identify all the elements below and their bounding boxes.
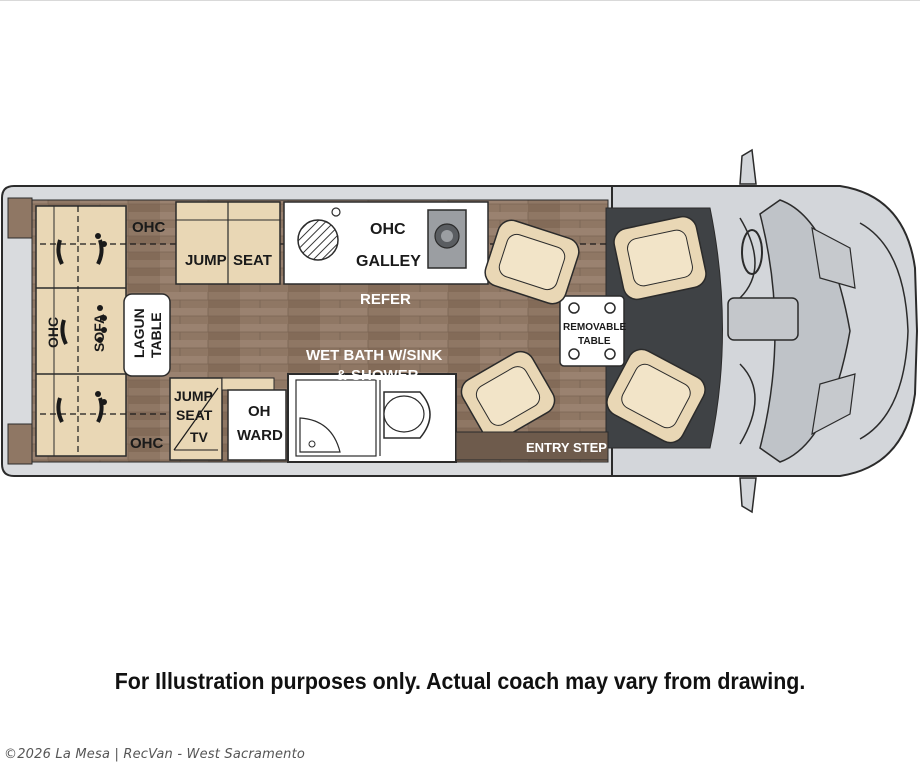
label-wet-bath-1: WET BATH W/SINK <box>306 347 443 364</box>
lagun-table <box>123 293 171 377</box>
label-lagun-1: LAGUN <box>131 308 147 358</box>
label-refer: REFER <box>360 291 411 308</box>
jump-seat-tv <box>169 377 223 461</box>
floor-plan-diagram: OHC JUMP SEAT OHC GALLEY REFER OHC SOFA … <box>1 148 919 514</box>
swivel-chair-rear-top <box>484 219 580 305</box>
label-jump-tv-3: TV <box>190 429 209 445</box>
entry-step <box>455 431 609 461</box>
label-ohc-rear: OHC <box>130 435 164 452</box>
label-ohc-front: OHC <box>132 219 166 236</box>
oh-wardrobe <box>227 389 287 461</box>
label-jump-seat-2: SEAT <box>233 252 272 269</box>
image-credit: ©2026 La Mesa | RecVan - West Sacramento <box>4 747 306 762</box>
swivel-chair-rear-bottom <box>460 350 556 442</box>
swivel-chair-front-top <box>613 215 707 301</box>
label-ohc-sofa: OHC <box>45 317 61 348</box>
rear-sofa <box>35 205 610 457</box>
top-border-line <box>0 0 920 1</box>
label-removable-1: REMOVABLE <box>563 322 626 333</box>
wet-bath <box>287 373 457 463</box>
label-jump-seat-1: JUMP <box>185 252 227 269</box>
removable-table <box>559 295 625 367</box>
label-sofa: SOFA <box>91 314 107 352</box>
label-jump-tv-1: JUMP <box>174 388 213 404</box>
dashboard <box>727 217 799 445</box>
swivel-chair-front-bottom <box>606 348 706 444</box>
label-removable-2: TABLE <box>578 336 611 347</box>
label-lagun-2: TABLE <box>148 312 164 358</box>
jump-seat-top <box>175 201 281 285</box>
label-galley: GALLEY <box>356 253 421 270</box>
disclaimer-caption: For Illustration purposes only. Actual c… <box>114 668 806 694</box>
label-jump-tv-2: SEAT <box>176 407 213 423</box>
galley-counter <box>283 201 489 285</box>
label-oh-ward-1: OH <box>248 403 271 420</box>
label-entry-step: ENTRY STEP <box>526 440 607 455</box>
label-oh-ward-2: WARD <box>237 427 283 444</box>
ward-top-trim <box>221 377 275 391</box>
label-ohc-galley: OHC <box>370 221 406 238</box>
label-wet-bath-2: & SHOWER <box>336 367 419 384</box>
